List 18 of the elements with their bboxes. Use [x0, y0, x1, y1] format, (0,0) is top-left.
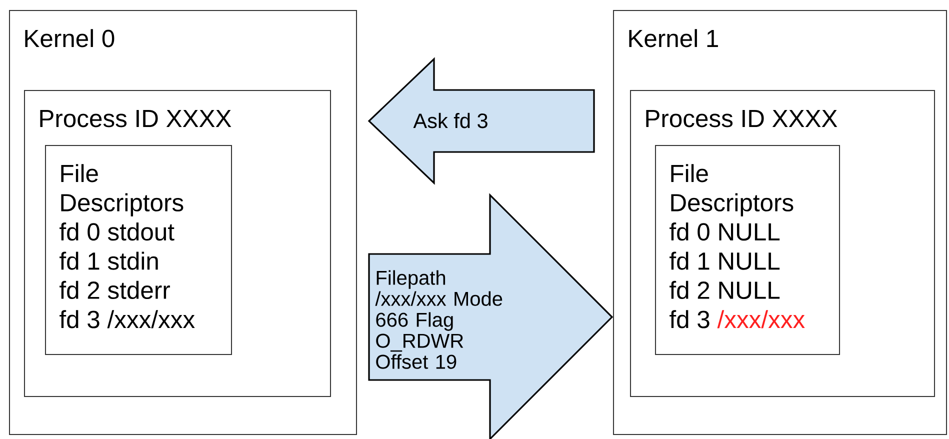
arrow-label: Filepath /xxx/xxx Mode 666 Flag O_RDWR Offset 19: [375, 270, 502, 369]
descriptor-entry: fd 0 NULL: [670, 222, 780, 241]
box-heading: Process ID XXXX: [40, 110, 232, 128]
box-heading: Process ID XXXX: [646, 110, 838, 128]
descriptor-entry: fd 2 stderr: [60, 280, 170, 300]
descriptor-entry: fd 3 /xxx/xxx: [670, 310, 805, 328]
box-heading: Kernel 1: [629, 29, 718, 48]
block-arrow: [368, 57, 595, 185]
descriptor-box: [655, 145, 840, 355]
descriptor-entry: fd 3 /xxx/xxx: [60, 310, 195, 328]
descriptor-entry: fd 1 NULL: [670, 252, 780, 270]
descriptor-entry: fd 1 stdin: [60, 252, 158, 270]
descriptor-entry: fd 0 stdout: [60, 222, 174, 241]
box-heading: Kernel 0: [25, 29, 114, 48]
descriptor-entry: fd 2 NULL: [670, 280, 780, 300]
descriptor-box: [45, 145, 232, 355]
arrow-label: Ask fd 3: [413, 112, 488, 128]
block-arrow: [368, 193, 614, 439]
